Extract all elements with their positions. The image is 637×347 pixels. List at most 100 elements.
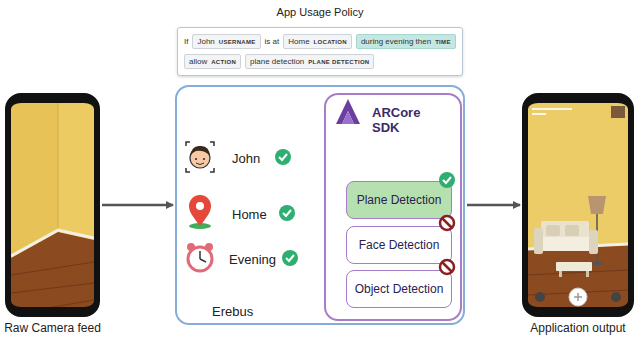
policy-token: Home LOCATION bbox=[283, 34, 352, 49]
raw-camera-screen-part bbox=[11, 103, 94, 311]
node-text: Plane Detection bbox=[357, 193, 442, 207]
feature-box: Plane Detection bbox=[346, 181, 452, 219]
policy-title: App Usage Policy bbox=[178, 6, 462, 18]
face-icon-part bbox=[186, 142, 214, 172]
phone-frame: Raw Camera feed bbox=[5, 93, 100, 317]
app-output-screen-part bbox=[588, 196, 606, 214]
check-badge-part bbox=[443, 177, 451, 183]
app-output-screen-part bbox=[534, 228, 543, 254]
token-value: Home bbox=[288, 37, 309, 46]
app-output-screen-part bbox=[611, 292, 621, 302]
app-output-screen-part bbox=[591, 261, 603, 265]
context-label: Home bbox=[232, 207, 267, 222]
raw-camera-screen-part bbox=[11, 230, 94, 256]
check-badge-part bbox=[283, 210, 291, 216]
app-output-screen-part bbox=[556, 262, 592, 271]
clock-icon-part bbox=[199, 251, 201, 259]
flow-arrow bbox=[102, 204, 173, 207]
sdk-title: ARCore SDK bbox=[372, 105, 434, 135]
policy-word: If bbox=[184, 34, 188, 49]
check-badge-part bbox=[275, 149, 291, 165]
blocked-badge-part bbox=[440, 216, 454, 230]
app-output-screen-part bbox=[541, 221, 589, 239]
app-output-screen-part bbox=[586, 271, 589, 277]
token-type: ACTION bbox=[211, 59, 236, 65]
location-pin-icon-part bbox=[189, 195, 211, 226]
check-badge-part bbox=[279, 205, 295, 221]
check-badge bbox=[275, 149, 291, 165]
policy-token: John USERNAME bbox=[192, 34, 260, 49]
check-badge-part bbox=[439, 172, 455, 188]
token-value: John bbox=[197, 37, 214, 46]
context-label: John bbox=[232, 151, 260, 166]
arcore-logo-part bbox=[342, 111, 354, 124]
raw-camera-screen-part bbox=[11, 262, 94, 275]
app-output-screen-part bbox=[577, 293, 579, 301]
face-icon-part bbox=[203, 158, 205, 160]
app-output-screen-part bbox=[528, 103, 628, 311]
check-badge bbox=[439, 172, 455, 188]
app-output-screen-part bbox=[528, 245, 628, 311]
app-output-screen-part bbox=[611, 106, 625, 118]
app-output-screen bbox=[528, 103, 628, 311]
clock-icon bbox=[187, 243, 213, 271]
face-icon-part bbox=[195, 158, 197, 160]
location-pin-icon bbox=[189, 195, 211, 229]
app-output-screen-part bbox=[565, 225, 579, 236]
clock-icon-part bbox=[200, 259, 206, 262]
policy-token: during evening then TIME bbox=[356, 34, 456, 49]
check-badge-part bbox=[282, 250, 298, 266]
check-badge-part bbox=[286, 255, 294, 261]
phone-caption: Raw Camera feed bbox=[4, 321, 101, 335]
blocked-badge bbox=[440, 260, 454, 274]
token-type: USERNAME bbox=[219, 39, 256, 45]
phone-caption: Application output bbox=[530, 321, 625, 335]
raw-camera-screen-part bbox=[58, 103, 59, 232]
app-output-screen-part bbox=[559, 271, 562, 277]
token-value: plane detection bbox=[250, 57, 304, 66]
arcore-logo bbox=[336, 99, 360, 124]
raw-camera-screen bbox=[11, 103, 94, 311]
feature-box: Face Detection bbox=[346, 226, 452, 264]
context-label: Evening bbox=[229, 252, 276, 267]
clock-icon-part bbox=[188, 247, 212, 271]
flow-arrow bbox=[467, 204, 520, 207]
app-output-screen-part bbox=[546, 225, 560, 236]
token-value: during evening then bbox=[361, 37, 431, 46]
app-output-screen-part bbox=[538, 237, 594, 251]
node-text: Face Detection bbox=[359, 238, 440, 252]
location-pin-icon-part bbox=[196, 202, 204, 210]
app-output-screen-part bbox=[569, 288, 587, 306]
erebus-box: JohnHomeEveningErebus ARCore SDK Plane Det… bbox=[175, 85, 465, 325]
app-output-screen-part bbox=[535, 292, 545, 302]
token-type: LOCATION bbox=[314, 39, 347, 45]
node-text: Object Detection bbox=[355, 282, 444, 296]
policy-box: App Usage PolicyIfis atJohnUSERNAMEHomeL… bbox=[177, 27, 463, 76]
app-output-screen-part bbox=[532, 113, 546, 115]
policy-word: is at bbox=[265, 34, 280, 49]
feature-box: Object Detection bbox=[346, 270, 452, 308]
raw-camera-screen-part bbox=[11, 283, 94, 293]
token-type: TIME bbox=[435, 39, 451, 45]
token-type: PLANE DETECTION bbox=[308, 59, 369, 65]
raw-camera-screen-part bbox=[11, 232, 94, 311]
blocked-badge-part bbox=[442, 262, 452, 272]
box-title: Erebus bbox=[212, 304, 253, 319]
arcore-logo-part bbox=[336, 99, 360, 124]
check-badge bbox=[279, 205, 295, 221]
app-output-screen-part bbox=[589, 230, 598, 254]
face-icon-part bbox=[190, 146, 210, 156]
blocked-badge-part bbox=[442, 218, 452, 228]
policy-token: plane detection PLANE DETECTION bbox=[245, 54, 374, 69]
phone-frame: Application output bbox=[522, 93, 634, 317]
check-badge-part bbox=[279, 154, 287, 160]
app-output-screen-part bbox=[532, 108, 572, 110]
face-icon bbox=[186, 142, 214, 172]
token-value: allow bbox=[189, 57, 207, 66]
blocked-badge-part bbox=[440, 260, 454, 274]
sdk-box: ARCore SDK Plane DetectionFace DetectionO… bbox=[324, 93, 462, 321]
policy-token: allow ACTION bbox=[184, 54, 241, 69]
blocked-badge bbox=[440, 216, 454, 230]
check-badge bbox=[282, 250, 298, 266]
